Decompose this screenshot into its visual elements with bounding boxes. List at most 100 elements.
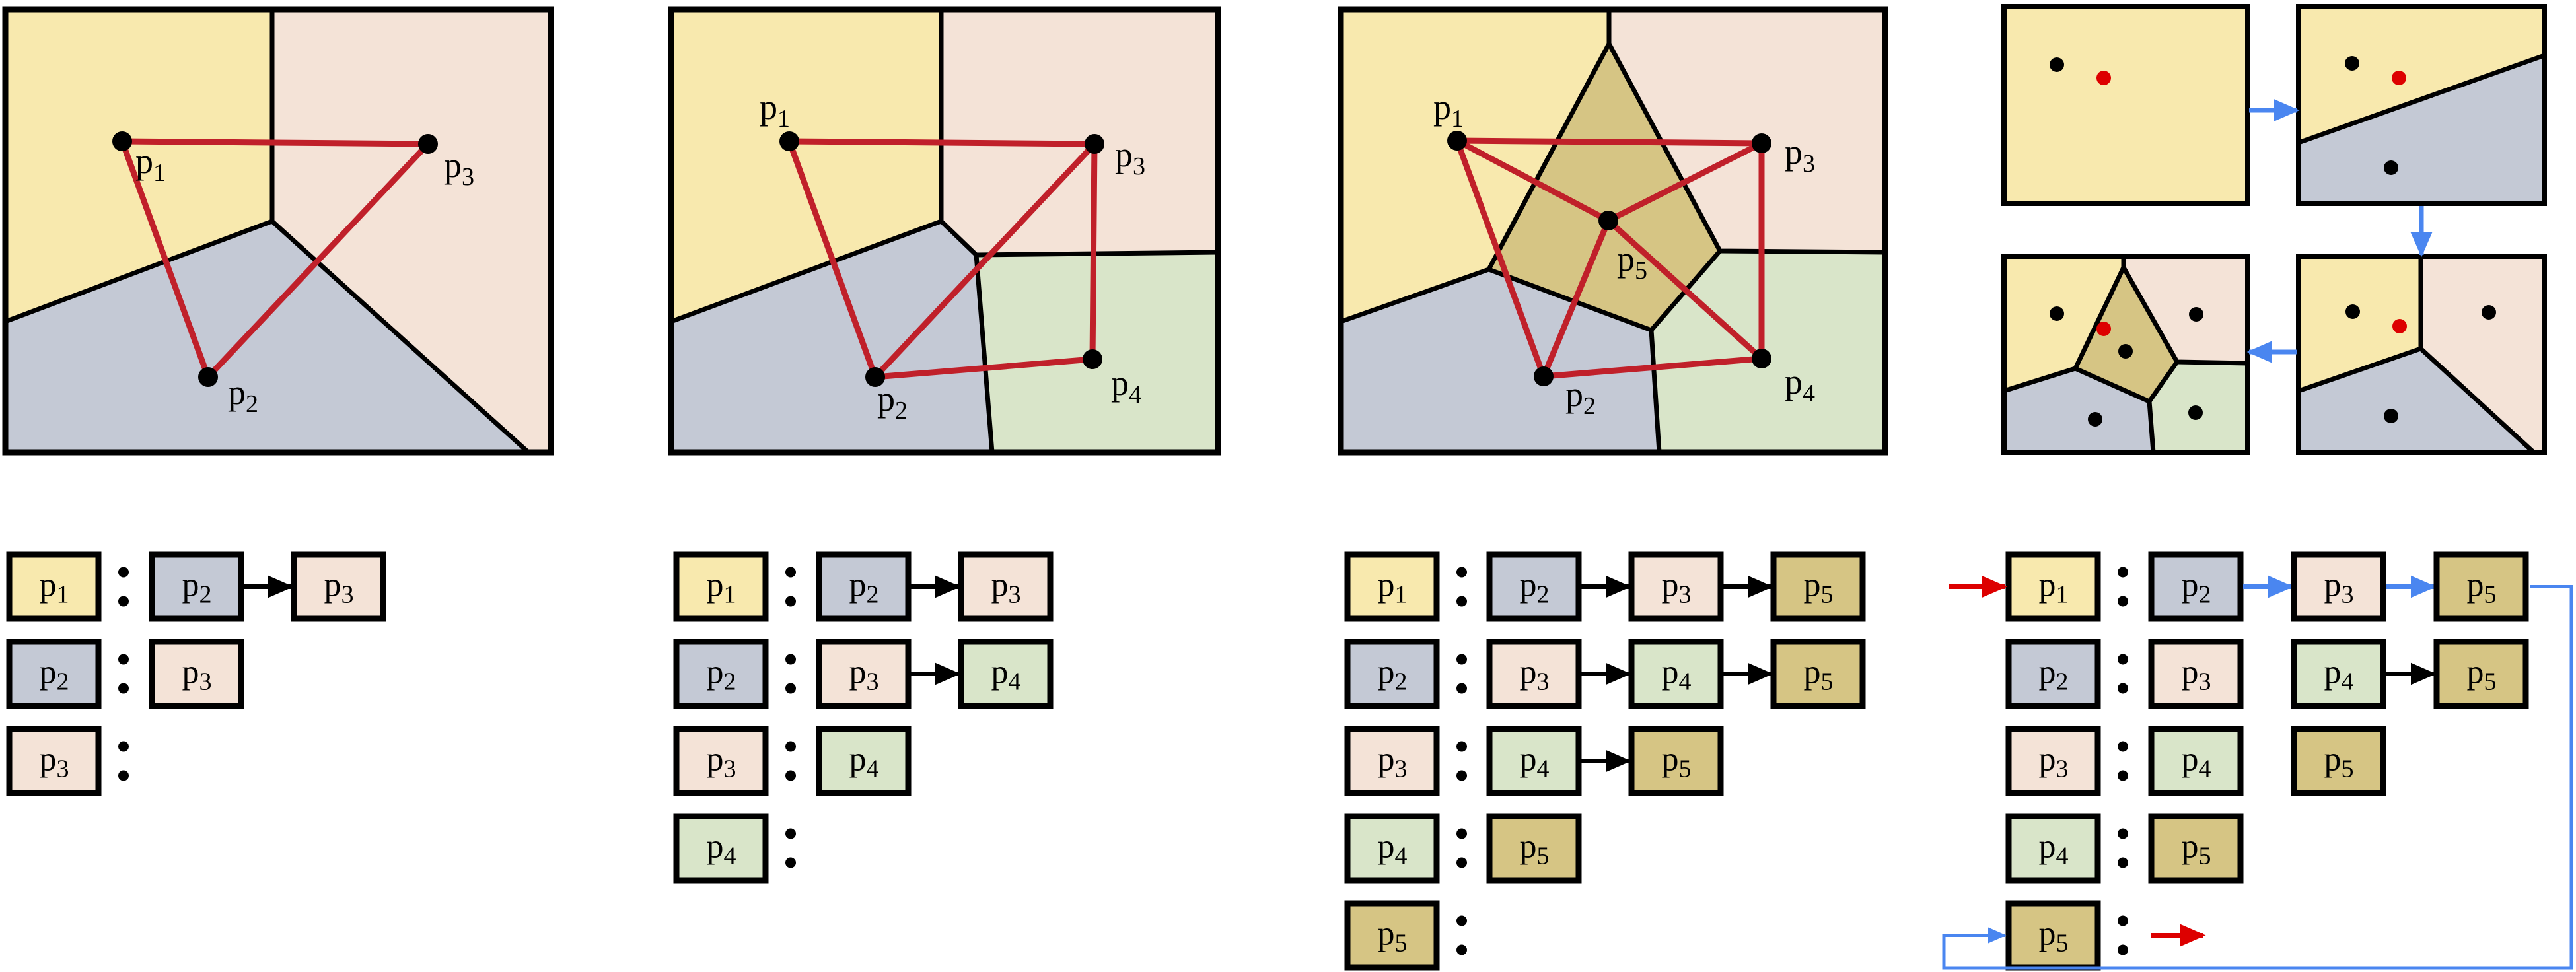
label-p1: p1	[1433, 87, 1464, 133]
label-subscript: 3	[1803, 150, 1815, 178]
cell-p3	[272, 9, 551, 452]
node-label: p1	[2039, 567, 2069, 609]
colon-dot	[1456, 944, 1467, 955]
site-p4	[1083, 349, 1102, 369]
site	[2384, 160, 2398, 175]
panel-frame	[1338, 6, 1888, 456]
adjacency-row: p4	[673, 813, 796, 884]
list-node-p2: p2	[6, 639, 102, 709]
node-box	[1628, 551, 1724, 622]
node-box	[1628, 726, 1724, 796]
list-node-p5: p5	[1770, 639, 1866, 709]
list-node-p2: p2	[816, 551, 912, 622]
site-p3	[1752, 133, 1771, 153]
list-node-p4: p4	[2148, 726, 2244, 796]
voronoi-edge	[2297, 346, 2536, 454]
node-label: p3	[2039, 741, 2069, 783]
edge-p2-p4	[1540, 355, 1765, 380]
node-box	[2148, 551, 2244, 622]
node-box	[2291, 726, 2386, 796]
colon-dot	[118, 567, 129, 578]
node-label: p5	[1804, 654, 1834, 696]
colon-dot	[1456, 596, 1467, 607]
list-node-p5: p5	[1486, 813, 1582, 884]
colon-dot	[1456, 567, 1467, 578]
node-box	[673, 551, 769, 622]
label-letter: p	[444, 145, 462, 185]
node-box	[1486, 551, 1582, 622]
node-label: p5	[2039, 915, 2069, 957]
voronoi-edge	[670, 219, 1219, 324]
label-p2: p2	[877, 379, 908, 425]
colon-dot	[785, 654, 796, 665]
site-p2	[865, 367, 885, 387]
list-node-p1: p1	[673, 551, 769, 622]
site	[2088, 412, 2102, 427]
voronoi-edge	[1649, 330, 1662, 453]
label-p3: p3	[1115, 135, 1145, 180]
node-label: p2	[849, 567, 879, 609]
node-label: p2	[1520, 567, 1550, 609]
node-label: p4	[849, 741, 879, 783]
list-node-p4: p4	[1344, 813, 1440, 884]
colon-dot	[785, 567, 796, 578]
node-label: p5	[1662, 741, 1692, 783]
voronoi-edge	[2297, 53, 2546, 145]
edge-p3-p4	[1089, 141, 1098, 363]
site-p1	[779, 131, 799, 151]
list-node-p1: p1	[2005, 551, 2101, 622]
new-site	[2392, 71, 2406, 85]
panel-step4-mini-sequence	[2001, 4, 2547, 455]
site-p5	[1598, 211, 1618, 230]
site	[2188, 405, 2203, 420]
node-label: p4	[1662, 654, 1692, 696]
node-box	[1344, 900, 1440, 971]
list-node-p3: p3	[2291, 551, 2386, 622]
node-box	[149, 551, 244, 622]
panel-frame	[668, 6, 1221, 456]
list-node-p3: p3	[6, 726, 102, 796]
voronoi-edge	[4, 219, 530, 454]
node-label: p3	[1520, 654, 1550, 696]
triangulation-edges	[119, 138, 431, 380]
adjacency-row: p4 p5	[1344, 813, 1582, 884]
label-subscript: 2	[246, 390, 258, 418]
cell-p2	[671, 221, 992, 452]
site-p1	[1447, 131, 1467, 151]
list-node-p3: p3	[291, 551, 386, 622]
site-p2	[198, 367, 218, 387]
list-node-p3: p3	[1628, 551, 1724, 622]
cell-p2	[2004, 368, 2153, 452]
colon-dot	[785, 683, 796, 694]
colon-dot	[1456, 770, 1467, 781]
label-subscript: 4	[1803, 380, 1815, 407]
edge-p2-p3	[872, 141, 1098, 380]
voronoi-edge	[974, 254, 995, 453]
label-p1: p1	[135, 141, 166, 187]
edge-p1-p3	[786, 138, 1098, 147]
node-label: p3	[2324, 567, 2354, 609]
colon-dot	[1456, 654, 1467, 665]
colon-dot	[785, 828, 796, 839]
label-p4: p4	[1785, 362, 1815, 407]
colon-dot	[2118, 567, 2128, 578]
colon-dot	[1456, 741, 1467, 752]
panel-frame	[2, 6, 554, 456]
colon-dot	[2118, 654, 2128, 665]
triangulation-edges	[786, 138, 1098, 380]
loop-arrow	[1942, 585, 2573, 970]
panel-frame	[2001, 4, 2250, 206]
colon-dot	[2118, 857, 2128, 868]
node-label: p1	[40, 567, 69, 609]
label-subscript: 4	[1129, 381, 1141, 409]
label-letter: p	[1785, 132, 1803, 172]
colon-dot	[118, 596, 129, 607]
site	[2050, 306, 2064, 321]
node-box	[958, 551, 1054, 622]
node-label: p4	[2039, 828, 2069, 870]
node-box	[1344, 726, 1440, 796]
node-box	[673, 813, 769, 884]
